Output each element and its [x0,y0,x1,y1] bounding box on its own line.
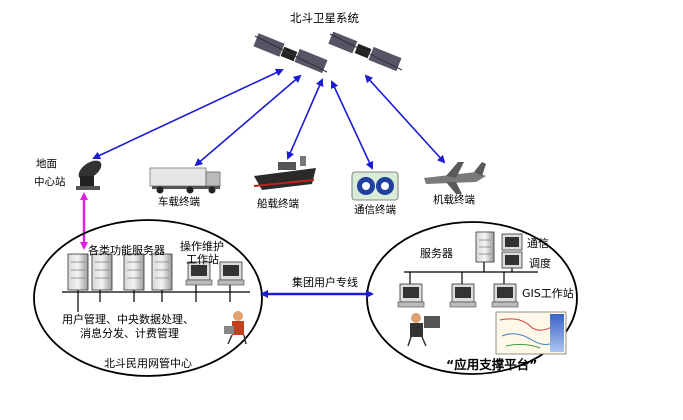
left-network-bus [62,285,250,312]
functions-label-2: 消息分发、计费管理 [80,327,179,340]
workstation-icon [501,233,523,269]
comm-terminal-label: 通信终端 [354,204,396,216]
right-dispatch-label: 调度 [529,257,551,270]
group-line-label: 集团用户专线 [292,276,358,289]
right-server-label: 服务器 [420,247,453,260]
aircraft-icon [424,162,486,194]
satellite-links [92,68,446,170]
right-network-bus [404,262,538,284]
truck-icon [149,167,221,194]
server-rack-icon [475,231,495,263]
left-center-boundary [33,219,263,377]
ground-station-label-2: 中心站 [34,176,66,188]
operator-icon [224,311,247,345]
comm-terminal-icon [351,171,399,201]
functions-label-1: 用户管理、中央数据处理、 [62,313,194,326]
workstation-label-1: 操作维护 [180,240,224,253]
server-rack-icon [67,253,173,291]
aircraft-terminal-label: 机载终端 [433,194,475,206]
workstation-icon [185,261,245,286]
diagram-title: 北斗卫星系统 [290,11,359,25]
workstation-label-2: 工作站 [186,253,219,266]
ship-icon [253,156,316,190]
satellite-icon [253,33,328,74]
ground-station-label-1: 地面 [36,158,57,170]
gis-map-icon [495,311,567,355]
satellite-dish-icon [76,160,102,190]
vehicle-terminal-label: 车载终端 [158,196,200,208]
ship-terminal-label: 船载终端 [257,198,299,210]
right-platform-name: “应用支撑平台” [446,357,538,372]
right-platform-boundary [366,221,578,375]
servers-label: 各类功能服务器 [88,244,165,257]
right-comm-label: 通信 [527,237,549,250]
left-center-name: 北斗民用网管中心 [104,357,192,370]
workstation-icon [397,283,519,308]
gis-workstation-label: GIS工作站 [522,287,574,300]
operator-icon [407,313,440,347]
satellite-icon [328,31,403,72]
